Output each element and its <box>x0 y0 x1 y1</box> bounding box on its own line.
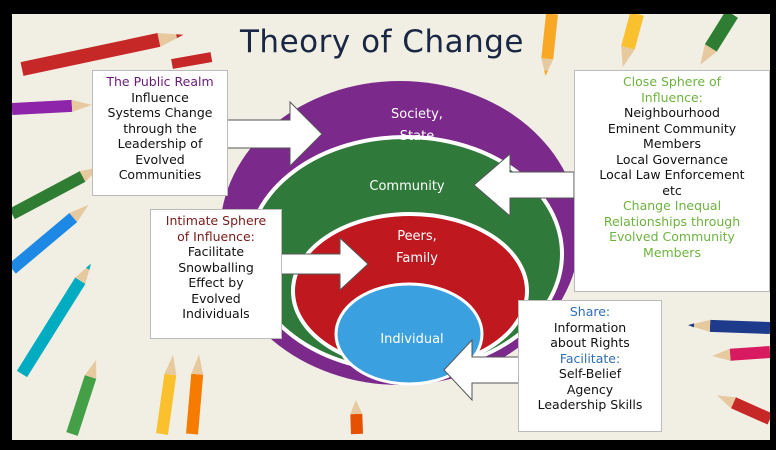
diagram-canvas: Theory of Change Society, State Communit… <box>12 14 770 440</box>
facilitate-heading: Facilitate: <box>559 350 621 366</box>
peers-label-line2: Family <box>396 251 438 266</box>
share-facilitate-box: Share: Information about Rights Facilita… <box>518 300 662 432</box>
close-sphere-line: Neighbourhood <box>624 105 720 120</box>
individual-circle <box>334 282 484 386</box>
individual-label: Individual <box>380 332 444 347</box>
intimate-line: Snowballing <box>178 259 254 275</box>
arrow-share <box>443 338 521 402</box>
peers-label: Peers, Family <box>372 226 462 270</box>
close-sphere-line: Local Governance <box>616 151 728 167</box>
society-label-line2: State <box>399 129 435 144</box>
public-realm-line: Leadership of <box>117 136 203 151</box>
society-label: Society, State <box>367 104 467 148</box>
diagram-title: Theory of Change <box>240 24 524 60</box>
public-realm-line: Influence <box>131 89 189 105</box>
public-realm-heading: The Public Realm <box>106 74 214 89</box>
close-sphere-line: Members <box>643 136 701 151</box>
peers-label-line1: Peers, <box>397 229 437 244</box>
facilitate-line: Agency <box>566 381 614 397</box>
close-sphere-box: Close Sphere of Influence: Neighbourhood… <box>574 70 770 292</box>
intimate-heading-line2: of Influence: <box>177 228 255 244</box>
close-sphere-heading-line1: Close Sphere of <box>622 74 722 89</box>
share-line: about Rights <box>550 335 630 350</box>
public-realm-line: through the <box>123 120 197 136</box>
close-sphere-line: etc <box>662 182 682 198</box>
close-sphere-sub-line: Change Inequal <box>622 198 722 213</box>
public-realm-line: Evolved <box>135 151 185 167</box>
arrow-intimate-sphere <box>279 236 369 292</box>
intimate-sphere-box: Intimate Sphere of Influence: Facilitate… <box>150 209 282 339</box>
arrow-close-sphere <box>473 152 575 218</box>
close-sphere-line: Eminent Community <box>607 120 737 136</box>
public-realm-line: Systems Change <box>107 105 213 120</box>
facilitate-line: Self-Belief <box>558 366 622 381</box>
share-line: Information <box>553 319 627 335</box>
intimate-line: Facilitate <box>187 244 245 259</box>
society-label-line1: Society, <box>391 107 443 122</box>
close-sphere-sub-line: Evolved Community <box>609 229 735 244</box>
arrow-public-realm <box>223 100 323 168</box>
community-label: Community <box>369 179 445 194</box>
intimate-line: Individuals <box>182 306 250 321</box>
close-sphere-sub-line: Relationships through <box>603 213 741 229</box>
intimate-line: Effect by <box>188 275 244 290</box>
intimate-line: Evolved <box>191 290 241 306</box>
public-realm-box: The Public Realm Influence Systems Chang… <box>92 70 228 196</box>
background-art <box>12 14 770 436</box>
share-heading: Share: <box>569 304 611 319</box>
close-sphere-sub-line: Members <box>643 244 701 260</box>
public-realm-line: Communities <box>118 167 202 182</box>
intimate-heading-line1: Intimate Sphere <box>165 213 267 228</box>
pencil-decoration <box>12 14 770 436</box>
close-sphere-line: Local Law Enforcement <box>599 167 745 182</box>
close-sphere-heading-line2: Influence: <box>641 89 703 105</box>
facilitate-line: Leadership Skills <box>537 397 643 412</box>
